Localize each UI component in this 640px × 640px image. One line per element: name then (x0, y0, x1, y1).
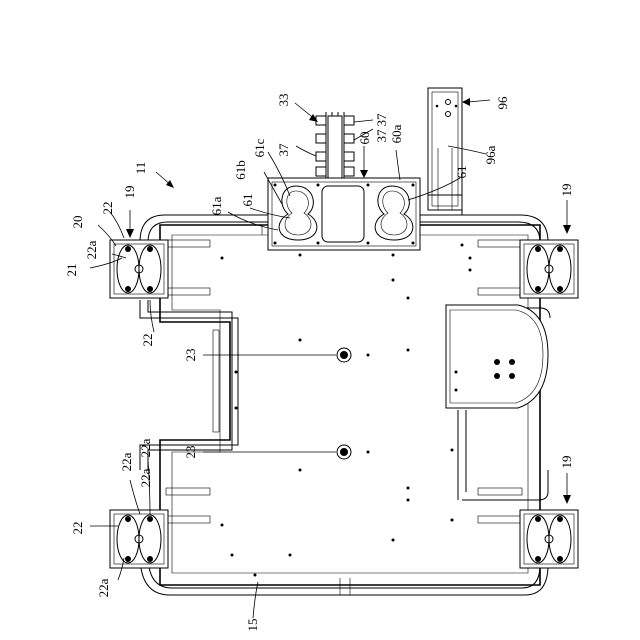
label-11: 11 (133, 162, 148, 175)
label-22: 22 (70, 522, 85, 535)
front-bracket (268, 178, 420, 250)
label-23: 23 (183, 446, 198, 459)
label-21: 21 (64, 264, 79, 277)
label-22a: 22a (138, 468, 153, 487)
label-96: 96 (495, 96, 510, 110)
label-37: 37 (276, 143, 291, 157)
label-22: 22 (140, 334, 155, 347)
label-61: 61 (454, 166, 469, 179)
omni-wheel-rear-right (520, 510, 578, 568)
connector-stack (316, 112, 354, 178)
label-60a: 60a (389, 124, 404, 143)
label-61c: 61c (252, 138, 267, 157)
label-61b: 61b (233, 160, 248, 180)
label-96a: 96a (483, 145, 498, 164)
label-22a: 22a (119, 452, 134, 471)
label-33: 33 (276, 94, 291, 107)
omni-wheel-front-right (520, 240, 578, 298)
fastener-holes (221, 244, 472, 577)
caster-lower (337, 445, 351, 459)
side-bracket (428, 88, 462, 215)
label-19: 19 (122, 186, 137, 199)
label-60: 60 (357, 132, 372, 145)
label-37: 37 (374, 129, 389, 143)
label-20: 20 (70, 216, 85, 229)
omni-wheel-front-left (110, 240, 168, 298)
label-19: 19 (559, 184, 574, 197)
label-22a: 22a (96, 578, 111, 597)
battery-module (446, 305, 548, 408)
omni-wheel-rear-left (110, 510, 168, 568)
label-37: 37 (374, 113, 389, 127)
label-22a: 22a (84, 240, 99, 259)
label-19: 19 (559, 456, 574, 469)
label-23: 23 (183, 349, 198, 362)
label-22a: 22a (138, 438, 153, 457)
label-15: 15 (245, 619, 260, 632)
caster-upper (337, 348, 351, 362)
label-22: 22 (100, 202, 115, 215)
label-61: 61 (240, 194, 255, 207)
label-61a: 61a (209, 196, 224, 215)
